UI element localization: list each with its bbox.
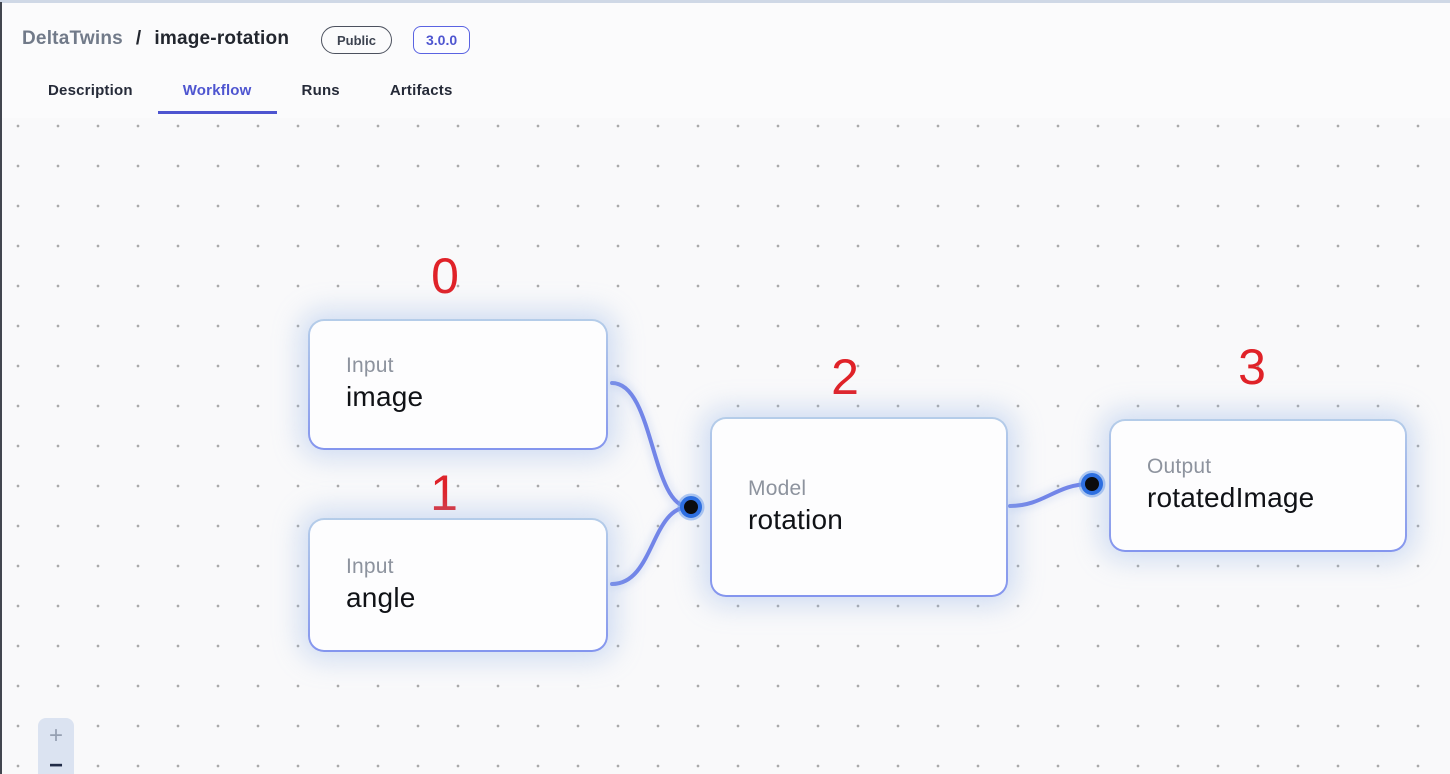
- edge-angle-to-rotation[interactable]: [610, 505, 691, 586]
- node-index-label-0: 0: [431, 248, 459, 304]
- zoom-in-button[interactable]: +: [38, 722, 74, 750]
- tab-artifacts[interactable]: Artifacts: [389, 82, 453, 99]
- visibility-badge: Public: [321, 26, 393, 54]
- port-handle-model-input[interactable]: [680, 496, 702, 518]
- breadcrumb-separator: /: [135, 28, 142, 49]
- node-input-angle[interactable]: Input angle: [308, 518, 608, 652]
- tab-bar: Description Workflow Runs Artifacts: [23, 78, 478, 114]
- plus-icon: +: [48, 722, 63, 749]
- window-left-edge: [0, 2, 2, 774]
- page-header: DeltaTwins / image-rotation Public 3.0.0…: [0, 0, 1450, 118]
- breadcrumb-brand[interactable]: DeltaTwins: [22, 28, 123, 49]
- node-index-label-1: 1: [430, 465, 458, 521]
- node-type-label: Input: [346, 354, 394, 378]
- breadcrumb-project-name: image-rotation: [154, 28, 290, 49]
- breadcrumb: DeltaTwins / image-rotation: [22, 28, 289, 50]
- node-name-label: angle: [346, 581, 416, 613]
- node-model-rotation[interactable]: Model rotation: [710, 417, 1008, 597]
- tab-runs[interactable]: Runs: [301, 82, 340, 99]
- edge-image-to-rotation[interactable]: [610, 381, 691, 509]
- edge-rotation-to-rotatedimage[interactable]: [1008, 482, 1092, 508]
- tab-workflow[interactable]: Workflow: [157, 78, 277, 114]
- window-top-edge: [0, 0, 1450, 3]
- tab-description[interactable]: Description: [48, 82, 133, 99]
- node-type-label: Output: [1147, 455, 1212, 479]
- node-index-label-2: 2: [831, 349, 859, 405]
- minus-icon: −: [48, 752, 63, 774]
- node-name-label: image: [346, 381, 424, 413]
- node-output-rotatedimage[interactable]: Output rotatedImage: [1109, 419, 1407, 552]
- version-badge: 3.0.0: [413, 26, 471, 54]
- node-type-label: Input: [346, 554, 394, 578]
- node-name-label: rotatedImage: [1147, 482, 1315, 514]
- node-input-image[interactable]: Input image: [308, 319, 608, 450]
- node-name-label: rotation: [748, 503, 843, 535]
- port-handle-output-input[interactable]: [1081, 473, 1103, 495]
- zoom-out-button[interactable]: −: [38, 752, 74, 774]
- canvas-zoom-controls: + −: [38, 718, 74, 774]
- node-index-label-3: 3: [1238, 339, 1266, 395]
- node-type-label: Model: [748, 476, 807, 500]
